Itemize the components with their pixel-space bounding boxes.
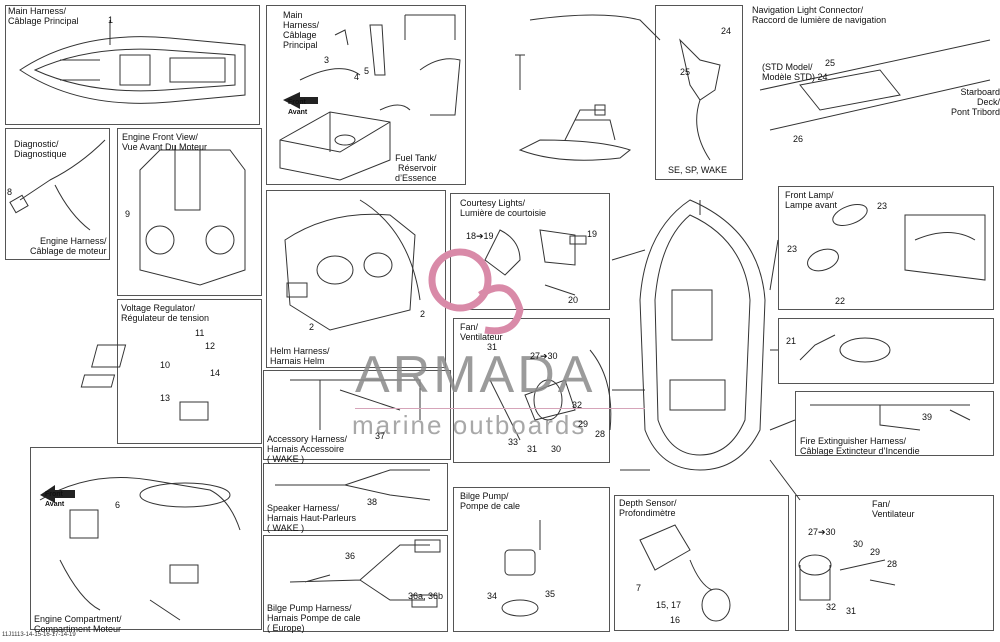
callout-23b: 23 bbox=[787, 244, 798, 254]
title-helm: Helm Harness/ Harnais Helm bbox=[270, 346, 330, 366]
callout-29b: 29 bbox=[870, 547, 881, 557]
callout-9: 9 bbox=[125, 209, 131, 219]
title-fuel-tank: Fuel Tank/ Réservoir d’Essence bbox=[395, 153, 437, 183]
callout-29a: 29 bbox=[578, 419, 589, 429]
callout-5: 5 bbox=[364, 66, 370, 76]
callout-28a: 28 bbox=[595, 429, 606, 439]
callout-36: 36 bbox=[345, 551, 356, 561]
callout-11: 11 bbox=[195, 328, 205, 338]
callout-27-30b: 27➔30 bbox=[808, 527, 836, 537]
title-front-avant-2: Front Avant bbox=[45, 491, 65, 508]
callout-3: 3 bbox=[324, 55, 330, 65]
callout-14: 14 bbox=[210, 368, 221, 378]
title-front-lamp: Front Lamp/ Lampe avant bbox=[785, 190, 838, 210]
title-bilge-harness: Bilge Pump Harness/ Harnais Pompe de cal… bbox=[267, 603, 361, 633]
title-fire: Fire Extinguisher Harness/ Câblage Extin… bbox=[800, 436, 920, 456]
title-nav-light: Navigation Light Connector/ Raccord de l… bbox=[752, 5, 887, 25]
title-fan1: Fan/ Ventilateur bbox=[460, 322, 503, 342]
callout-36ab: 36a, 36b bbox=[408, 591, 444, 601]
courtesy-panel bbox=[450, 193, 610, 310]
callout-31b: 31 bbox=[527, 444, 538, 454]
callout-31a: 31 bbox=[487, 342, 498, 352]
watermark-brand: ARMADA bbox=[355, 346, 596, 404]
callout-30a: 30 bbox=[551, 444, 562, 454]
callout-7: 7 bbox=[636, 583, 642, 593]
title-engine-harness: Engine Harness/ Câblage de moteur bbox=[30, 236, 107, 256]
callout-25b: 25 bbox=[825, 58, 836, 68]
title-accessory: Accessory Harness/ Harnais Accessoire ( … bbox=[267, 434, 348, 464]
callout-18-19: 18➔19 bbox=[466, 231, 494, 241]
armada-logo-icon bbox=[428, 248, 524, 335]
callout-28b: 28 bbox=[887, 559, 898, 569]
title-diagnostic: Diagnostic/ Diagnostique bbox=[14, 139, 67, 159]
callout-12: 12 bbox=[205, 341, 216, 351]
callout-39: 39 bbox=[922, 412, 933, 422]
callout-16: 16 bbox=[670, 615, 681, 625]
callout-4: 4 bbox=[354, 72, 360, 82]
callout-30b: 30 bbox=[853, 539, 864, 549]
callout-37: 37 bbox=[375, 431, 386, 441]
callout-21: 21 bbox=[786, 336, 797, 346]
title-main-harness: Main Harness/ Câblage Principal bbox=[8, 6, 79, 26]
callout-26: 26 bbox=[793, 134, 804, 144]
watermark-rule bbox=[355, 408, 645, 409]
callout-35: 35 bbox=[545, 589, 556, 599]
callout-10: 10 bbox=[160, 360, 171, 370]
title-engine-front: Engine Front View/ Vue Avant Du Moteur bbox=[122, 132, 208, 152]
watermark-tagline: marine outboards bbox=[352, 410, 587, 440]
harness21-panel bbox=[778, 318, 994, 384]
callout-20: 20 bbox=[568, 295, 579, 305]
callout-34: 34 bbox=[487, 591, 498, 601]
callout-15-17: 15, 17 bbox=[656, 600, 682, 610]
title-courtesy: Courtesy Lights/ Lumière de courtoisie bbox=[460, 198, 547, 218]
engine-front-panel bbox=[117, 128, 262, 296]
callout-23a: 23 bbox=[877, 201, 888, 211]
title-front-avant: Front Avant bbox=[288, 99, 308, 116]
callout-6: 6 bbox=[115, 500, 121, 510]
callout-1: 1 bbox=[108, 15, 114, 25]
callout-32a: 32 bbox=[572, 400, 583, 410]
callout-38: 38 bbox=[367, 497, 378, 507]
title-bilge-pump: Bilge Pump/ Pompe de cale bbox=[460, 491, 521, 511]
title-depth: Depth Sensor/ Profondimètre bbox=[619, 498, 677, 518]
callout-8: 8 bbox=[7, 187, 13, 197]
callout-31c: 31 bbox=[846, 606, 857, 616]
title-engine-comp: Engine Compartment/ Compartiment Moteur bbox=[34, 614, 122, 634]
callout-24a: 24 bbox=[721, 26, 732, 36]
callout-33: 33 bbox=[508, 437, 519, 447]
title-starboard: Starboard Deck/ Pont Tribord bbox=[950, 87, 1000, 117]
title-std-model: (STD Model/ Modèle STD) 24 bbox=[762, 62, 828, 82]
title-se-sp-wake: SE, SP, WAKE bbox=[668, 165, 728, 175]
callout-25a: 25 bbox=[680, 67, 691, 77]
callout-22: 22 bbox=[835, 296, 846, 306]
callout-2b: 2 bbox=[420, 309, 426, 319]
callout-27-30a: 27➔30 bbox=[530, 351, 558, 361]
title-speaker: Speaker Harness/ Harnais Haut-Parleurs (… bbox=[267, 503, 357, 533]
figure-code: 11J1113-14-15-16-17-14-19 bbox=[2, 632, 76, 638]
callout-13: 13 bbox=[160, 393, 171, 403]
callout-19: 19 bbox=[587, 229, 598, 239]
title-fan2: Fan/ Ventilateur bbox=[872, 499, 915, 519]
callout-32b: 32 bbox=[826, 602, 837, 612]
title-voltage: Voltage Regulator/ Régulateur de tension bbox=[121, 303, 210, 323]
engine-comp-panel bbox=[30, 447, 262, 630]
callout-2a: 2 bbox=[309, 322, 315, 332]
title-main-harness-detail: Main Harness/ Câblage Principal bbox=[283, 10, 320, 50]
